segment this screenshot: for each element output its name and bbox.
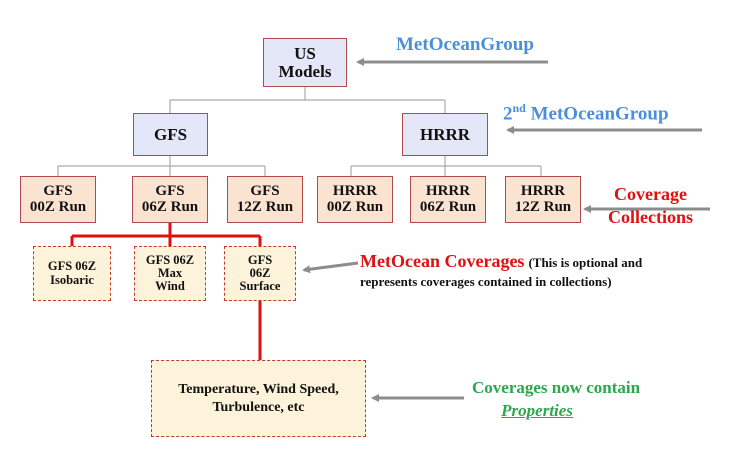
coverages-properties-label: Coverages now contain Properties	[472, 377, 640, 423]
run-line2: 00Z Run	[29, 198, 87, 215]
root-connector	[169, 87, 446, 113]
coverage-line1: GFS	[247, 252, 273, 267]
run-line2: 06Z Run	[141, 198, 199, 215]
metocean-coverages-note2: represents coverages contained in collec…	[360, 273, 612, 289]
run-line1: HRRR	[520, 182, 566, 199]
properties-line2: Turbulence, etc	[212, 399, 305, 415]
coverage-connector	[70, 223, 262, 360]
hrrr-connector	[350, 156, 542, 176]
second-metocean-group-label: 2nd MetOceanGroup	[503, 101, 669, 125]
annotation-arrows	[302, 58, 710, 402]
coverage-collections-line2: Collections	[608, 206, 693, 227]
second-group-text: MetOceanGroup	[530, 103, 669, 125]
hrrr-12z-run-node: HRRR 12Z Run	[505, 176, 581, 223]
run-line1: GFS	[155, 182, 185, 199]
run-line2: 06Z Run	[419, 198, 477, 215]
coverage-line2: Isobaric	[50, 272, 94, 287]
run-line1: GFS	[43, 182, 73, 199]
second-group-ordinal: nd	[512, 101, 526, 115]
gfs-06z-run-node: GFS 06Z Run	[132, 176, 208, 223]
gfs-node: GFS	[133, 113, 208, 156]
coverage-line3: Surface	[239, 279, 281, 294]
run-line1: GFS	[250, 182, 280, 199]
gfs-06z-max-wind-node: GFS 06Z Max Wind	[134, 246, 206, 301]
metocean-coverages-title: MetOcean Coverages	[360, 251, 525, 271]
metocean-coverages-note1: (This is optional and	[528, 255, 643, 270]
coverages-now-contain-text: Coverages now contain	[472, 378, 641, 397]
us-models-line1: US	[294, 43, 316, 63]
hrrr-node: HRRR	[402, 113, 488, 156]
properties-line1: Temperature, Wind Speed,	[178, 382, 339, 397]
us-models-line2: Models	[278, 61, 332, 81]
run-line1: HRRR	[332, 182, 378, 199]
coverage-line3: Wind	[155, 279, 185, 294]
coverage-collections-label: Coverage Collections	[608, 183, 693, 228]
hrrr-00z-run-node: HRRR 00Z Run	[317, 176, 393, 223]
metocean-group-text: MetOceanGroup	[396, 34, 534, 55]
hrrr-06z-run-node: HRRR 06Z Run	[410, 176, 486, 223]
gfs-label: GFS	[153, 124, 188, 144]
coverage-line2: 06Z	[249, 265, 271, 280]
coverage-collections-line1: Coverage	[614, 184, 687, 204]
run-line1: HRRR	[425, 182, 471, 199]
metocean-group-label: MetOceanGroup	[396, 34, 534, 56]
coverage-line1: GFS 06Z	[47, 259, 97, 274]
run-line2: 12Z Run	[236, 198, 294, 215]
gfs-00z-run-node: GFS 00Z Run	[20, 176, 96, 223]
gfs-12z-run-node: GFS 12Z Run	[227, 176, 303, 223]
properties-node: Temperature, Wind Speed, Turbulence, etc	[151, 360, 366, 437]
us-models-node: US Models	[263, 38, 347, 87]
second-group-number: 2	[503, 103, 513, 125]
coverage-line1: GFS 06Z	[145, 252, 195, 267]
metocean-coverages-label: MetOcean Coverages (This is optional and…	[360, 250, 642, 291]
gfs-connector	[57, 156, 266, 176]
hrrr-label: HRRR	[419, 124, 471, 144]
arrow-metocean-coverages	[302, 261, 359, 274]
properties-link: Properties	[501, 400, 573, 420]
run-line2: 00Z Run	[326, 198, 384, 215]
run-line2: 12Z Run	[514, 198, 572, 215]
gfs-06z-isobaric-node: GFS 06Z Isobaric	[33, 246, 111, 301]
gfs-06z-surface-node: GFS 06Z Surface	[224, 246, 296, 301]
coverage-line2: Max	[157, 265, 183, 280]
